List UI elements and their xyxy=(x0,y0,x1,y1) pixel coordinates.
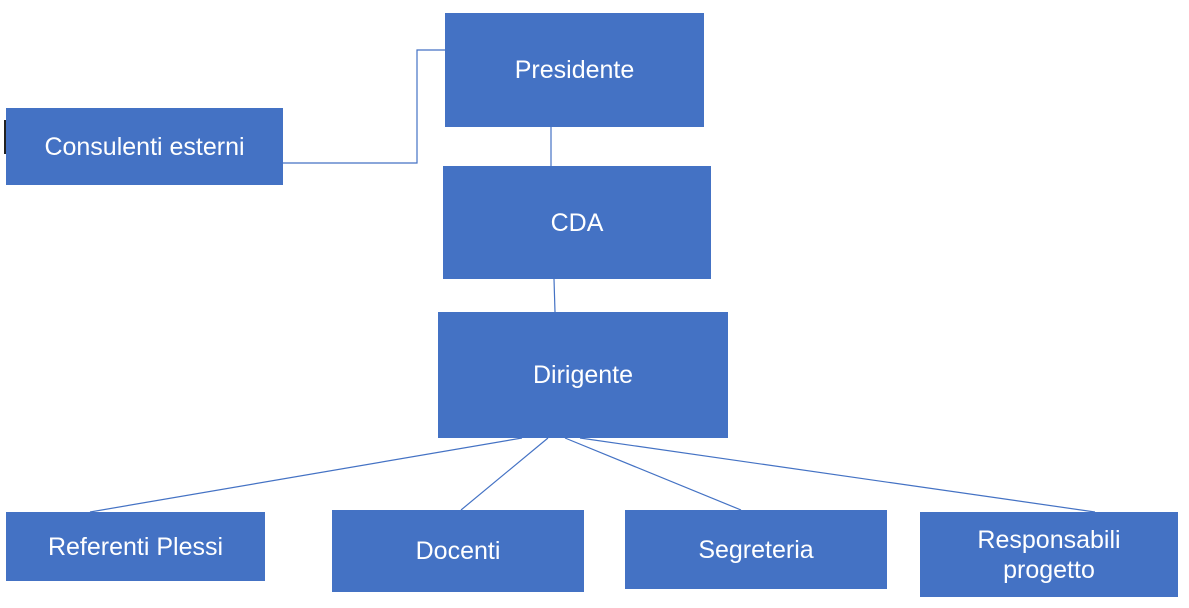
node-responsabili-progetto[interactable]: Responsabili progetto xyxy=(920,512,1178,597)
node-segreteria[interactable]: Segreteria xyxy=(625,510,887,589)
text-cursor-marker xyxy=(4,120,6,154)
connector-presidente-consulenti xyxy=(283,49,445,164)
connector-dirigente-docenti xyxy=(460,437,549,511)
node-docenti[interactable]: Docenti xyxy=(332,510,584,592)
connector-cda-dirigente xyxy=(553,278,556,313)
node-dirigente[interactable]: Dirigente xyxy=(438,312,728,438)
node-presidente[interactable]: Presidente xyxy=(445,13,704,127)
connector-dirigente-referenti xyxy=(89,437,523,513)
connector-dirigente-responsabili xyxy=(579,437,1096,513)
node-referenti-plessi[interactable]: Referenti Plessi xyxy=(6,512,265,581)
node-consulenti-esterni[interactable]: Consulenti esterni xyxy=(6,108,283,185)
connector-dirigente-segreteria xyxy=(564,437,742,511)
node-cda[interactable]: CDA xyxy=(443,166,711,279)
